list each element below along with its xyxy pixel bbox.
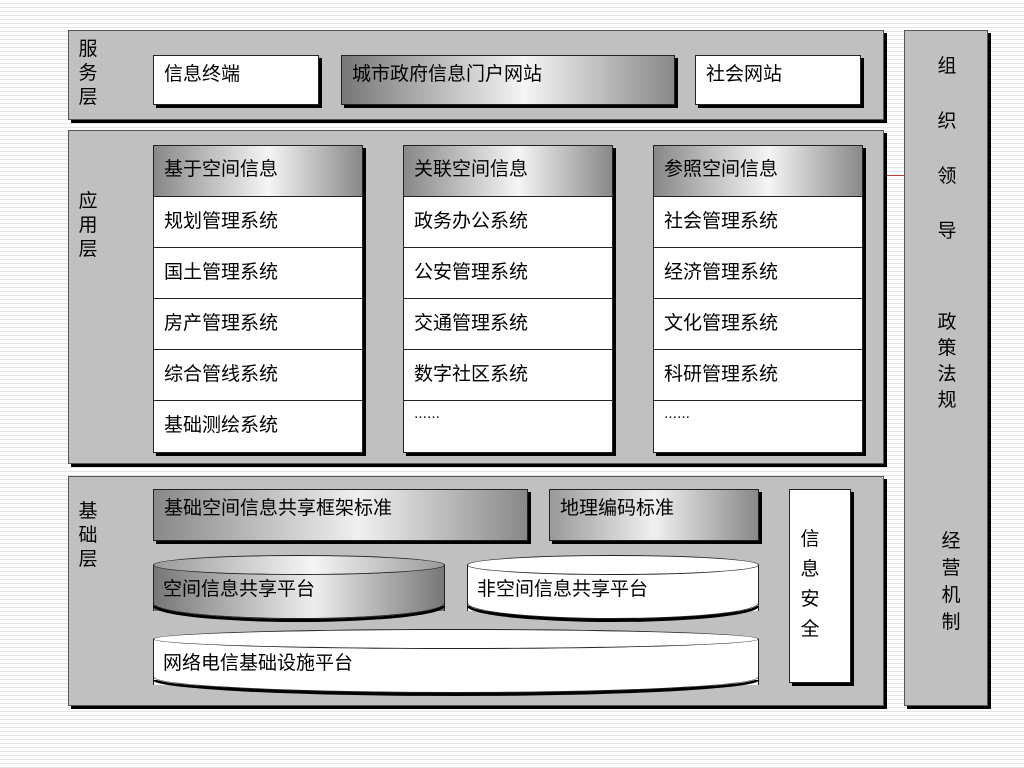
info-terminal-box: 信息终端 xyxy=(153,55,319,105)
app-system-item: 国土管理系统 xyxy=(154,248,362,299)
info-security-label: 信息安全 xyxy=(800,528,820,640)
org-leadership-label: 组织领导 xyxy=(937,55,957,242)
operation-mechanism-label: 经营机制 xyxy=(941,530,961,633)
app-system-item: …… xyxy=(414,407,440,422)
app-system-item: 交通管理系统 xyxy=(404,299,612,350)
app-system-item: 基础测绘系统 xyxy=(164,414,279,436)
application-layer-label: 应用层 xyxy=(78,190,98,260)
network-platform-cylinder: 网络电信基础设施平台 xyxy=(153,629,759,693)
app-system-item: 综合管线系统 xyxy=(154,350,362,401)
spatial-platform-cylinder: 空间信息共享平台 xyxy=(153,555,445,619)
foundation-layer-panel: 基础层 基础空间信息共享框架标准 地理编码标准 空间信息共享平台 非空间信息共享… xyxy=(68,476,884,706)
app-column-header: 关联空间信息 xyxy=(404,146,612,197)
gov-portal-box: 城市政府信息门户网站 xyxy=(341,55,675,105)
info-security-box: 信息安全 xyxy=(789,489,851,683)
app-column-header: 基于空间信息 xyxy=(154,146,362,197)
service-layer-panel: 服务层 信息终端 城市政府信息门户网站 社会网站 xyxy=(68,30,884,120)
app-system-item: 公安管理系统 xyxy=(404,248,612,299)
social-website-box: 社会网站 xyxy=(695,55,861,105)
app-column-1: 基于空间信息规划管理系统国土管理系统房产管理系统综合管线系统基础测绘系统 xyxy=(153,145,363,453)
app-column-header: 参照空间信息 xyxy=(654,146,862,197)
app-system-item: 房产管理系统 xyxy=(154,299,362,350)
app-system-item: 规划管理系统 xyxy=(154,197,362,248)
framework-standard-box: 基础空间信息共享框架标准 xyxy=(153,489,528,541)
app-system-item: 文化管理系统 xyxy=(654,299,862,350)
network-platform-label: 网络电信基础设施平台 xyxy=(163,652,354,674)
app-system-item: 社会管理系统 xyxy=(654,197,862,248)
app-column-2: 关联空间信息政务办公系统公安管理系统交通管理系统数字社区系统 …… xyxy=(403,145,613,453)
app-system-item: 政务办公系统 xyxy=(404,197,612,248)
nonspatial-platform-cylinder: 非空间信息共享平台 xyxy=(467,555,759,619)
app-system-item: 数字社区系统 xyxy=(404,350,612,401)
app-system-item: 科研管理系统 xyxy=(654,350,862,401)
policy-law-label: 政策法规 xyxy=(937,311,957,411)
application-layer-panel: 应用层 基于空间信息规划管理系统国土管理系统房产管理系统综合管线系统基础测绘系统… xyxy=(68,130,884,464)
geocode-standard-box: 地理编码标准 xyxy=(549,489,759,541)
service-layer-label: 服务层 xyxy=(78,38,98,108)
app-column-3: 参照空间信息社会管理系统经济管理系统文化管理系统科研管理系统 …… xyxy=(653,145,863,453)
foundation-layer-label: 基础层 xyxy=(78,500,98,570)
app-system-item: 经济管理系统 xyxy=(654,248,862,299)
spatial-platform-label: 空间信息共享平台 xyxy=(163,578,316,600)
app-system-item: …… xyxy=(664,407,690,422)
nonspatial-platform-label: 非空间信息共享平台 xyxy=(477,578,649,600)
side-mechanisms-panel: 组织领导 政策法规 经营机制 xyxy=(904,30,988,706)
connector-line xyxy=(887,175,904,176)
